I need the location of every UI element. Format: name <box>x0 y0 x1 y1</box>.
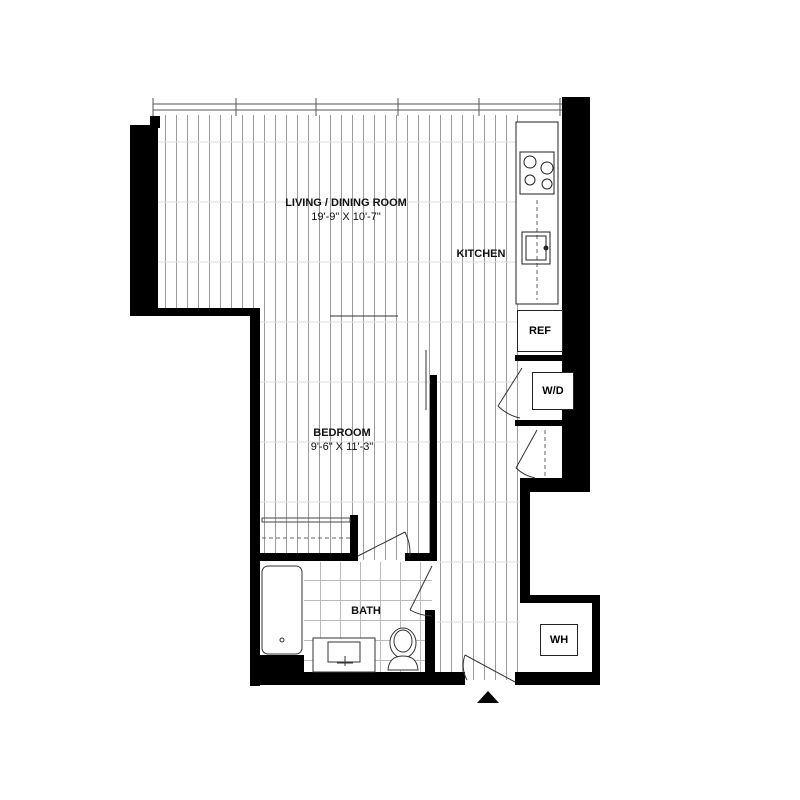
refrigerator: REF <box>517 310 563 352</box>
washer-dryer: W/D <box>532 372 574 410</box>
entrance-arrow-icon <box>477 691 499 703</box>
living-room-label: LIVING / DINING ROOM 19'-9" X 10'-7" <box>285 196 407 224</box>
sink-icon <box>521 231 551 265</box>
doors <box>330 315 538 683</box>
window <box>152 98 562 116</box>
living-room-dims: 19'-9" X 10'-7" <box>311 211 381 223</box>
bathtub-icon <box>261 565 303 655</box>
living-room-name: LIVING / DINING ROOM <box>285 197 407 209</box>
toilet-icon <box>387 627 419 671</box>
closet-shelves <box>262 430 546 539</box>
cooktop-icon <box>519 151 555 195</box>
wood-floor <box>158 115 520 680</box>
walls <box>130 97 600 686</box>
kitchen-counter <box>515 121 559 305</box>
kitchen-label: KITCHEN <box>456 248 506 260</box>
bedroom-dims: 9'-6" X 11'-3" <box>310 441 374 453</box>
closet-rod <box>261 517 351 523</box>
bedroom-name: BEDROOM <box>313 427 371 439</box>
bedroom-label: BEDROOM 9'-6" X 11'-3" <box>311 426 374 454</box>
bath-label: BATH <box>351 605 381 617</box>
vanity-sink-icon <box>312 637 376 673</box>
water-heater: WH <box>540 624 578 656</box>
